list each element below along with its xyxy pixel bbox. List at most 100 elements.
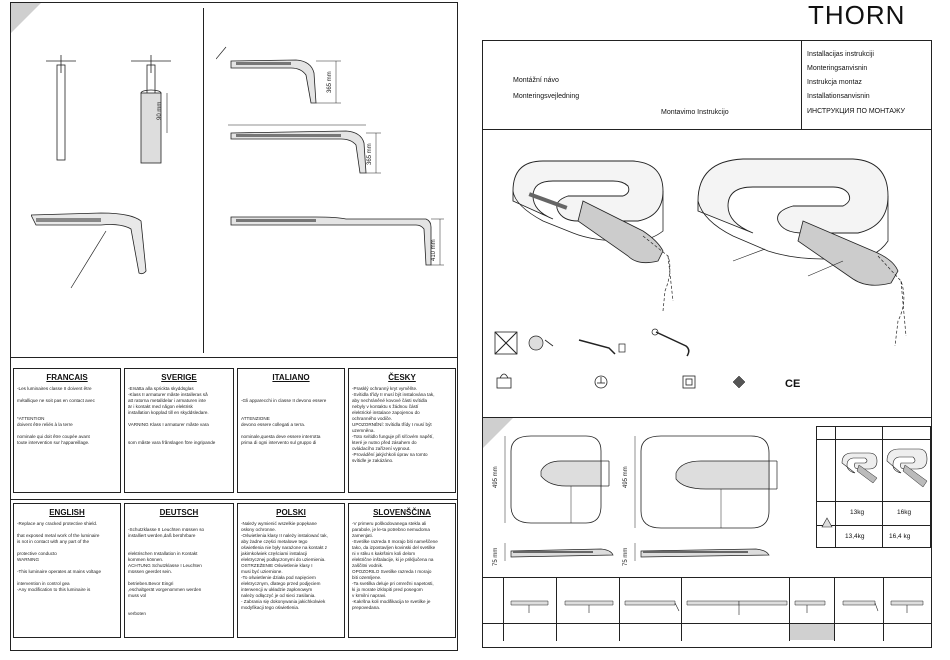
lang-title: DEUTSCH: [159, 508, 199, 517]
lang-line: osłony ochronne.: [241, 527, 276, 532]
lang-line: električne inštalacije, ki je priključen…: [352, 557, 434, 562]
lang-line: v krmilni napravi.: [352, 593, 387, 598]
lang-line: musi być uziemione.: [241, 569, 283, 574]
lang-line: - Zabrania się dokonywania jakichkolwiek: [241, 599, 326, 604]
weight-icon: [821, 517, 833, 528]
lang-line: prima di ogni intervento sul gruppo di: [241, 440, 317, 445]
dim-75-b: 75 mm: [623, 547, 629, 566]
right-page: Montážní návo Monteringsvejledning Monta…: [482, 40, 932, 648]
weight-table: 16kg 13kg 13,4kg 16,4 kg: [816, 426, 931, 548]
header-line: Installationsanvisnin: [807, 93, 870, 100]
divider: [801, 41, 802, 129]
lang-line: OPOZORILO Svetilke razreda I morajo: [352, 569, 432, 574]
lang-title: FRANCAIS: [46, 373, 88, 382]
lang-line: WARNING: [17, 557, 40, 562]
lang-line: -V primeru poškodovanega stekla ali: [352, 521, 427, 526]
lang-line: installation kopplad till en skyddsledar…: [128, 410, 209, 415]
lang-line: aby nechráněné kovové části svítidla: [352, 398, 428, 403]
lang-line: interwencji w układzie zapłonowym: [241, 587, 313, 592]
lang-line: ni v stiku s kakršnim koli delom: [352, 551, 416, 556]
page-corner-fold: [483, 418, 513, 448]
dim-75-a: 75 mm: [493, 547, 499, 566]
lang-line: oświetlenia nie były narażone na kontakt…: [241, 545, 328, 550]
lang-line: devono essere collegati a terra.: [241, 422, 306, 427]
lang-line: som måste vara frånslagen före ingripand…: [128, 440, 216, 445]
header-line: ИНСТРУКЦИЯ ПО МОНТАЖУ: [807, 108, 905, 115]
lang-line: svítidle je zakázáno.: [352, 458, 394, 463]
dim-90: 90 mm: [157, 101, 163, 120]
brand-logo: THORN: [808, 0, 906, 30]
lang-line: -Prasklý ochranný kryt vyměňte.: [352, 386, 418, 391]
lang-line: zaščitni vodnik.: [352, 563, 384, 568]
lang-line: -Svítidla třídy II musí být instalována …: [352, 392, 435, 397]
lang-line: kommen können.: [128, 557, 164, 562]
lang-line: -Gli apparecchi in classe II devono esse…: [241, 398, 327, 403]
top-view-dimension-drawings: [504, 435, 778, 561]
weight-table-product-icons: [841, 448, 928, 488]
lang-line: aby żadne części metalowe tego: [241, 539, 308, 544]
lang-line: zamenjati.: [352, 533, 373, 538]
lang-line: uzemněna.: [352, 428, 375, 433]
lang-line: elektrycznej podłączonymi do uziemienia.: [241, 557, 326, 562]
lang-line: VARNING Klass I armaturer måste vara: [128, 422, 209, 427]
lang-line: muss vol: [128, 593, 147, 598]
lang-box-deutsch: DEUTSCH -Schutzklasse II Leuchten müssen…: [124, 503, 234, 638]
lang-line: prepovedana.: [352, 605, 381, 610]
lang-line: *ATTENTION: [17, 416, 45, 421]
header-line: Monteringsvejledning: [513, 93, 580, 100]
lang-line: které je nutno před zásahem do: [352, 440, 417, 445]
header-line: Installacijas instrukciji: [807, 51, 874, 58]
lang-line: toute intervention sur l'appareillage.: [17, 440, 90, 445]
page-corner-fold: [11, 3, 41, 33]
lang-line: är i kontakt med någon elektrisk: [128, 404, 193, 409]
lang-line: doivent être reliés à la terre: [17, 422, 73, 427]
lang-line: -Należy wymienić wszelkie popękane: [241, 521, 317, 526]
header-line: Montavimo Instrukcijo: [661, 109, 729, 116]
lang-line: biti ozemljene.: [352, 575, 382, 580]
lang-line: OSTRZEŻENIE Oświetlenie klasy I: [241, 563, 313, 568]
lang-box-italiano: ITALIANO -Gli apparecchi in classe II de…: [237, 368, 345, 493]
lang-line: -Provádění jakýchkoli úprav na tomto: [352, 452, 428, 457]
lang-box-english: ENGLISH -Replace any cracked protective …: [13, 503, 121, 638]
lang-line: -Any modification to this luminaire is: [17, 587, 91, 592]
lang-line: ochranného vodiče.: [352, 416, 393, 421]
mounting-options-strip: [510, 600, 924, 615]
dim-410: 410 mm: [431, 239, 437, 261]
header-line: Monteringsanvisnin: [807, 65, 868, 72]
lang-line: -Ersätta alla sprickta skyddsglas: [128, 386, 194, 391]
divider: [11, 357, 457, 358]
lang-line: -Kakršna koli modifikacija te svetilke j…: [352, 599, 431, 604]
pole-mounting-diagram: [31, 55, 171, 289]
lang-line: -To oświetlenie działa pod napięciem: [241, 575, 316, 580]
lang-line: att ratorna metalldelar i armaturen inte: [128, 398, 206, 403]
lang-line: -Replace any cracked protective shield.: [17, 521, 98, 526]
lang-title: ITALIANO: [272, 373, 310, 382]
lang-box-polski: POLSKI -Należy wymienić wszelkie popękan…: [237, 503, 345, 638]
lang-line: ki jo morate izklopiti pred posegom: [352, 587, 423, 592]
lang-line: protective conducto: [17, 551, 57, 556]
tools-and-symbols: [494, 328, 746, 389]
luminaire-side-views: [216, 46, 444, 266]
lang-line: nominale,questa deve essere interrotta: [241, 434, 321, 439]
lang-line: modyfikacji tego oświetlenia.: [241, 605, 300, 610]
lang-line: jakimkolwiek częściami instalacji: [241, 551, 308, 556]
lang-box-slovenscina: SLOVENŠČINA -V primeru poškodovanega ste…: [348, 503, 456, 638]
lang-line: ,eschaltgerät vorgenommen werden: [128, 587, 202, 592]
lang-line: należy odłączyć je od sieci zasilania.: [241, 593, 316, 598]
lang-line: -This luminaire operates at mains voltag…: [17, 569, 102, 574]
dim-495-a: 495 mm: [493, 466, 499, 488]
header-line: Montážní návo: [513, 77, 559, 84]
lang-title: ENGLISH: [49, 508, 85, 517]
lang-line: UPOZORNĚNÍ: Svítidla třídy I musí být: [352, 422, 432, 427]
highlight-cell: [789, 624, 834, 640]
lang-line: -Toto svítidlo funguje při síťovém napět…: [352, 434, 434, 439]
lang-text: -Les luminaires classe II doivent être m…: [17, 386, 118, 446]
divider: [483, 129, 931, 130]
lang-text: -Należy wymienić wszelkie popękane osłon…: [241, 521, 342, 611]
divider: [483, 417, 931, 418]
lang-line: is not in contact with any part of the: [17, 539, 90, 544]
lang-line: betrieben.Bevor Eingri: [128, 581, 174, 586]
weight-cell: 16kg: [897, 509, 912, 516]
lang-line: intervention in control gea: [17, 581, 70, 586]
